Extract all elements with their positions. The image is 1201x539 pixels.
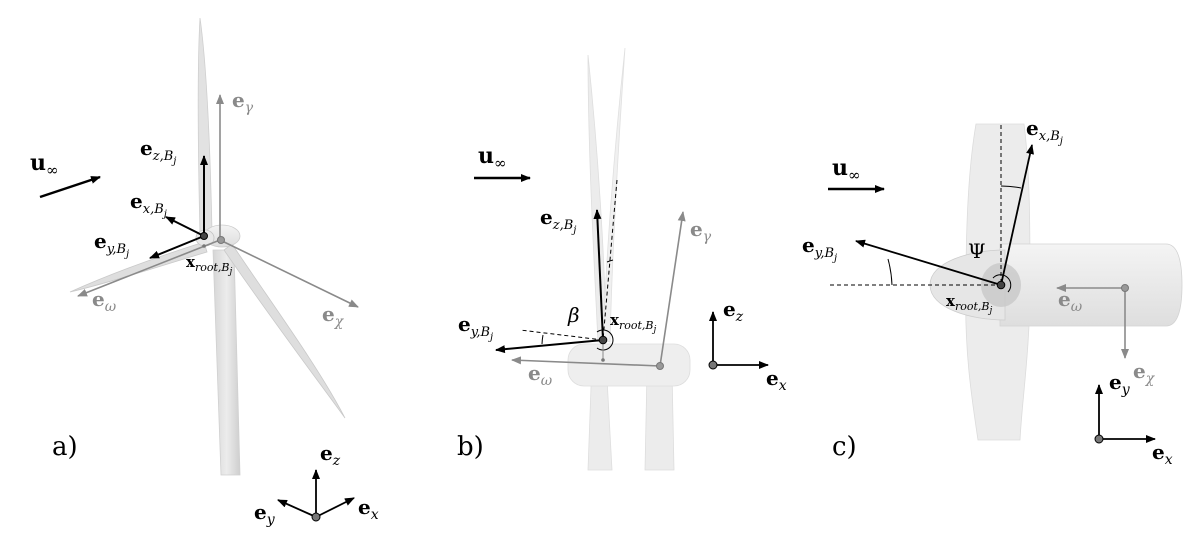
u-inf-label-c: u∞ <box>832 155 861 184</box>
e-x-blade-arrow-a <box>165 216 205 237</box>
blade-left-a <box>69 241 208 293</box>
e-z-global-label-b: ez <box>723 297 744 325</box>
e-chi-label-c: eχ <box>1133 359 1156 387</box>
panel-label-a: a) <box>52 432 78 462</box>
dashed-vertical-b <box>602 179 618 341</box>
e-gamma-label-b: eγ <box>690 217 712 245</box>
e-x-global-label-c: ex <box>1152 440 1173 468</box>
e-y-blade-arrow-b <box>495 339 604 354</box>
e-x-global-label-a: ex <box>358 495 379 523</box>
hub-center-point-a <box>217 236 225 244</box>
psi-label-c: Ψ <box>968 239 986 263</box>
angle-arc-beta-b <box>541 334 544 345</box>
e-chi-arrow-a <box>219 239 359 308</box>
e-x-blade-label-a: ex,Bj <box>130 189 167 220</box>
u-inf-label-a: u∞ <box>30 150 59 179</box>
blade-root-point-b <box>598 335 608 345</box>
e-gamma-arrow-b <box>659 211 686 367</box>
e-x-global-label-b: ex <box>766 366 787 394</box>
angle-arc-top-b <box>606 259 614 263</box>
dashed-horizontal-b <box>519 329 604 341</box>
e-z-global-label-a: ez <box>320 441 341 469</box>
e-z-blade-label-a: ez,Bj <box>140 136 176 167</box>
tower-a <box>212 249 241 476</box>
hub-center-point-c <box>1121 284 1129 292</box>
e-y-blade-label-a: ey,Bj <box>94 229 129 260</box>
e-x-blade-label-c: ex,Bj <box>1026 116 1063 147</box>
e-z-blade-label-b: ez,Bj <box>540 205 576 236</box>
e-omega-arrow-a <box>77 239 221 297</box>
x-root-point-b <box>601 358 605 362</box>
x-root-label-a: xroot,Bj <box>186 253 232 277</box>
panel-c: u∞ ex,Bj ey,Bj Ψ xroot,Bj eω eχ ey ex c) <box>802 116 1183 468</box>
blade-root-point-a <box>200 232 208 240</box>
blade-root-point-c <box>996 280 1006 290</box>
u-inf-arrow-a <box>39 175 101 199</box>
root-arc-c <box>992 274 1012 293</box>
blade-right-a <box>223 243 346 419</box>
e-omega-arrow-b <box>511 356 661 367</box>
e-y-global-arrow-a <box>277 499 317 518</box>
e-omega-label-a: eω <box>92 287 117 315</box>
nacelle-c <box>999 243 1183 327</box>
blade-upper2-b <box>602 47 626 343</box>
x-root-point-a <box>202 244 206 248</box>
angle-arc-psi-c <box>1000 185 1022 189</box>
x-root-label-c: xroot,Bj <box>946 292 992 316</box>
e-x-blade-arrow-c <box>1000 144 1034 286</box>
panel-a: u∞ eγ eω eχ ez,Bj ex,Bj ey,Bj xroot,Bj e… <box>30 17 379 528</box>
hub-center-point-b <box>656 362 664 370</box>
global-origin-a <box>311 512 321 522</box>
e-z-blade-arrow-b <box>593 209 604 341</box>
global-origin-b <box>708 360 718 370</box>
beta-label-b: β <box>567 303 580 327</box>
angle-arc-ey-c <box>887 258 893 286</box>
tower-b <box>644 371 675 471</box>
e-chi-label-a: eχ <box>322 302 345 330</box>
e-y-blade-label-c: ey,Bj <box>802 233 837 264</box>
panel-label-b: b) <box>457 432 484 462</box>
u-inf-label-b: u∞ <box>478 143 507 172</box>
blade-up-a <box>197 17 213 235</box>
e-omega-label-b: eω <box>528 361 553 389</box>
e-x-global-arrow-a <box>315 497 355 518</box>
global-origin-c <box>1094 434 1104 444</box>
panel-label-c: c) <box>832 432 857 462</box>
e-gamma-label-a: eγ <box>232 88 254 116</box>
x-root-label-b: xroot,Bj <box>610 311 656 335</box>
e-omega-label-c: eω <box>1058 287 1083 315</box>
panel-b: u∞ eγ eω ez,Bj ey,Bj β xroot,Bj ez ex b) <box>457 47 787 471</box>
blade-upper-b <box>587 54 607 343</box>
e-y-blade-arrow-c <box>855 239 1002 286</box>
e-y-global-label-c: ey <box>1109 370 1131 398</box>
e-y-blade-arrow-a <box>149 235 205 259</box>
e-y-blade-label-b: ey,Bj <box>458 312 493 343</box>
e-y-global-label-a: ey <box>254 500 276 528</box>
